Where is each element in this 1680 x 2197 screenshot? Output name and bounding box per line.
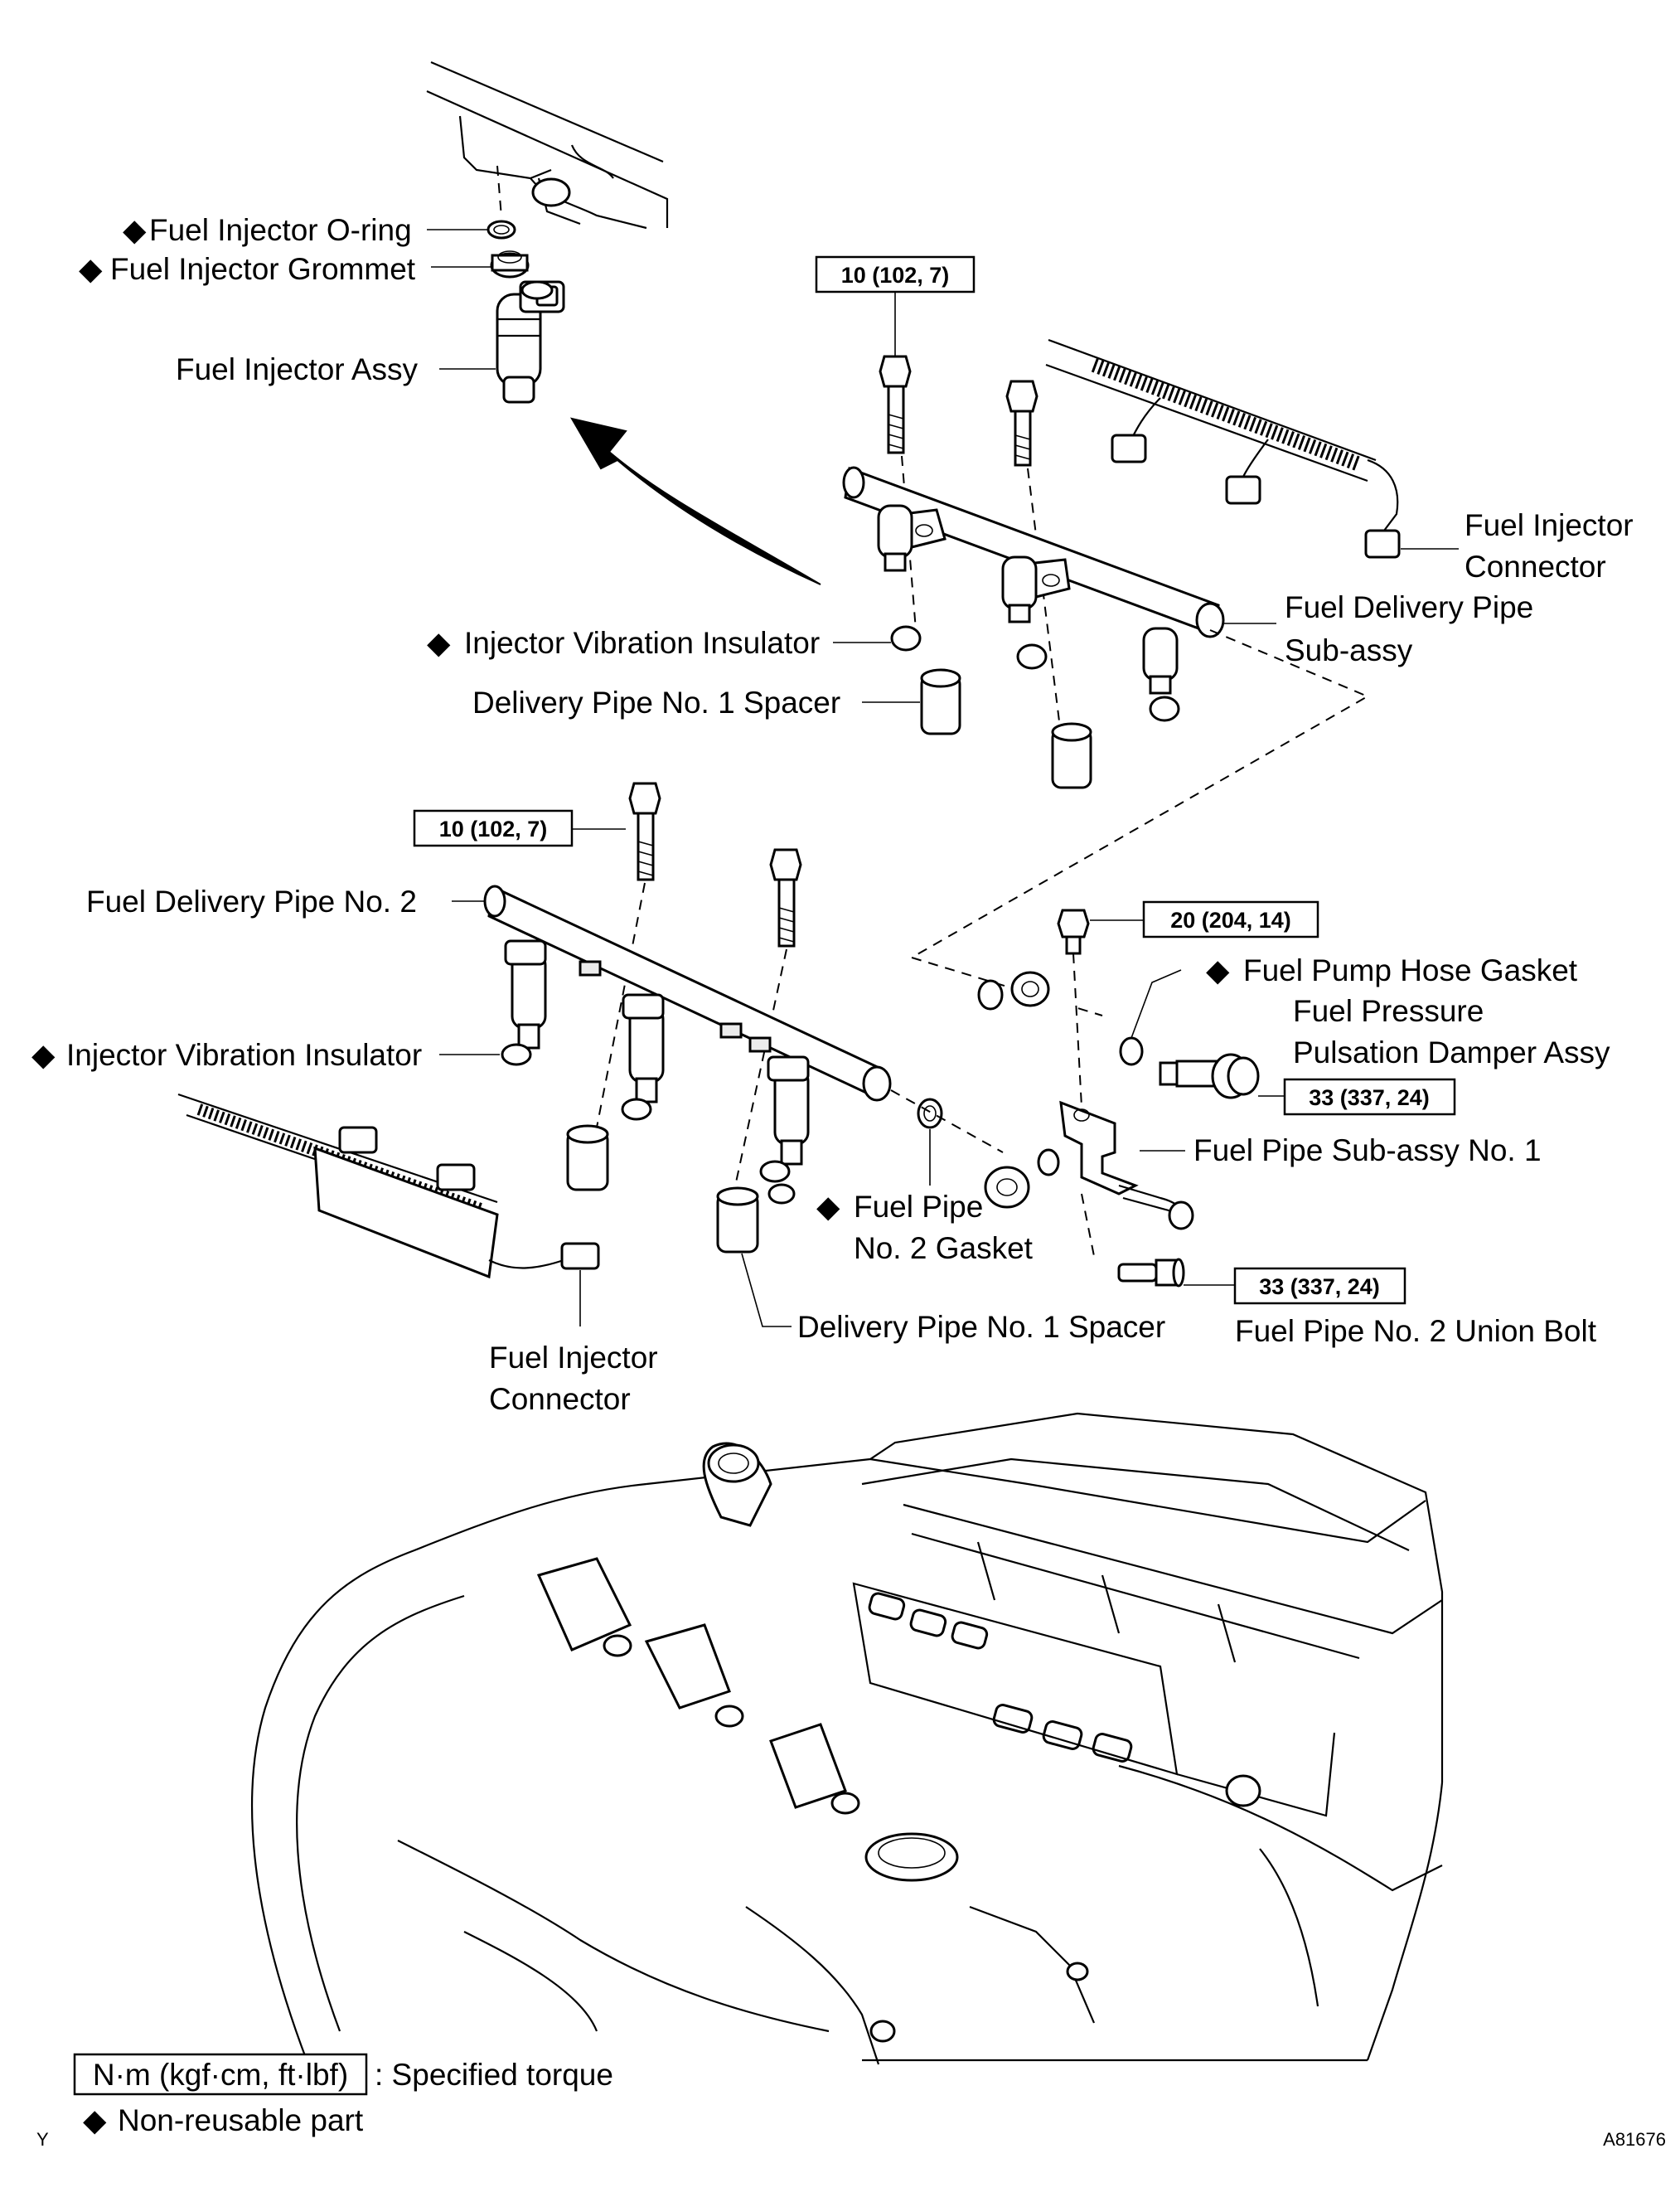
direction-arrow: [569, 417, 821, 585]
torque-box-left: 10 (102, 7): [413, 809, 574, 847]
svg-text:33 (337, 24): 33 (337, 24): [1309, 1085, 1430, 1110]
label-fuel-pipe-no2-union-bolt: Fuel Pipe No. 2 Union Bolt: [1235, 1314, 1597, 1348]
label-fuel-injector-connector-top-2: Connector: [1465, 550, 1606, 584]
fuel-pipe-no2-union-bolt-part: [1117, 1258, 1185, 1288]
label-fuel-pressure-damper-2: Pulsation Damper Assy: [1293, 1035, 1610, 1069]
label-fuel-pipe-gasket-2: No. 2 Gasket: [854, 1231, 1034, 1265]
label-fuel-pipe-subassy-no1: Fuel Pipe Sub-assy No. 1: [1193, 1133, 1542, 1167]
label-delivery-pipe-spacer-bottom: Delivery Pipe No. 1 Spacer: [797, 1310, 1165, 1344]
svg-text:20 (204, 14): 20 (204, 14): [1170, 908, 1291, 933]
delivery-pipe-spacer-top-part: [920, 668, 1092, 789]
torque-box-fuel-pipe: 20 (204, 14): [1142, 900, 1319, 938]
corner-mark: Y: [36, 2129, 49, 2150]
fuel-pump-hose-gasket-part: [1119, 1036, 1144, 1066]
fuel-pipe-no2-gasket-part: [917, 1098, 943, 1129]
legend-non-reusable-symbol: ◆: [83, 2103, 107, 2137]
label-fuel-delivery-pipe-subassy-1: Fuel Delivery Pipe: [1285, 590, 1533, 624]
label-vibration-insulator-top-symbol: ◆: [427, 626, 451, 660]
label-fuel-injector-connector-bottom-2: Connector: [489, 1382, 631, 1416]
fuel-pipe-gasket-ring-2: [1037, 1148, 1060, 1176]
fuel-pipe-gasket-ring-1: [977, 979, 1004, 1011]
fuel-injector-assy-part: [496, 280, 565, 404]
svg-text:33 (337, 24): 33 (337, 24): [1259, 1274, 1380, 1299]
vibration-insulator-top-part: [890, 625, 1180, 722]
legend-torque-box: [73, 2053, 368, 2096]
fuel-delivery-pipe-no2-part: [483, 885, 892, 1166]
fuel-pressure-pulsation-damper-part: [1159, 1053, 1260, 1099]
label-vibration-insulator-top: Injector Vibration Insulator: [464, 626, 820, 660]
label-fuel-pressure-damper-1: Fuel Pressure: [1293, 994, 1484, 1028]
svg-text:10 (102, 7): 10 (102, 7): [841, 263, 950, 288]
label-fuel-delivery-pipe-subassy-2: Sub-assy: [1285, 633, 1413, 667]
label-fuel-delivery-pipe-no2: Fuel Delivery Pipe No. 2: [86, 885, 417, 919]
label-fuel-injector-assy: Fuel Injector Assy: [176, 352, 419, 386]
label-vibration-insulator-left-symbol: ◆: [31, 1038, 56, 1072]
torque-box-damper: 33 (337, 24): [1283, 1078, 1456, 1116]
vibration-insulator-left-part: [501, 1043, 796, 1205]
label-fuel-injector-grommet-symbol: ◆: [79, 252, 103, 286]
bolt-fuel-pipe: [1057, 909, 1090, 955]
label-fuel-injector-connector-top-1: Fuel Injector: [1465, 508, 1634, 542]
label-fuel-pump-hose-gasket-symbol: ◆: [1206, 953, 1230, 987]
label-fuel-injector-connector-bottom-1: Fuel Injector: [489, 1341, 658, 1375]
fuel-injector-oring-part: [487, 220, 516, 240]
label-vibration-insulator-left: Injector Vibration Insulator: [66, 1038, 422, 1072]
label-fuel-pipe-gasket-1: Fuel Pipe: [854, 1190, 983, 1224]
engine-outline: [251, 1412, 1444, 2065]
torque-box-union: 33 (337, 24): [1233, 1267, 1406, 1305]
legend-torque-desc: : Specified torque: [375, 2058, 613, 2092]
fuel-injector-grommet-part: [490, 250, 530, 279]
label-fuel-pipe-gasket-symbol: ◆: [816, 1190, 840, 1224]
delivery-pipe-spacer-bottom-part: [566, 1124, 759, 1254]
label-fuel-injector-grommet: Fuel Injector Grommet: [110, 252, 416, 286]
label-delivery-pipe-spacer-top: Delivery Pipe No. 1 Spacer: [472, 686, 840, 720]
fuel-delivery-pipe-subassy-part: [842, 466, 1225, 695]
legend: N·m (kgf·cm, ft·lbf) : Specified torque …: [73, 2053, 613, 2137]
label-fuel-injector-oring: Fuel Injector O-ring: [149, 213, 412, 247]
bolt-left-2: [769, 848, 802, 948]
wiring-harness-top: [1045, 338, 1401, 559]
bolt-top-2: [1005, 380, 1039, 467]
intake-manifold-corner: [426, 61, 669, 230]
wiring-harness-bottom: [177, 1093, 600, 1279]
torque-box-top: 10 (102, 7): [815, 255, 976, 293]
legend-non-reusable: Non-reusable part: [118, 2103, 364, 2137]
svg-text:10 (102, 7): 10 (102, 7): [439, 817, 548, 841]
bolt-left-1: [628, 782, 661, 881]
fuel-pipe-subassy-no1-part: [984, 971, 1194, 1230]
label-fuel-pump-hose-gasket: Fuel Pump Hose Gasket: [1243, 953, 1578, 987]
label-fuel-injector-oring-symbol: ◆: [123, 213, 147, 247]
legend-torque-unit: N·m (kgf·cm, ft·lbf): [93, 2058, 348, 2092]
bolt-top-1: [879, 355, 912, 454]
figure-id: A81676: [1603, 2129, 1666, 2150]
